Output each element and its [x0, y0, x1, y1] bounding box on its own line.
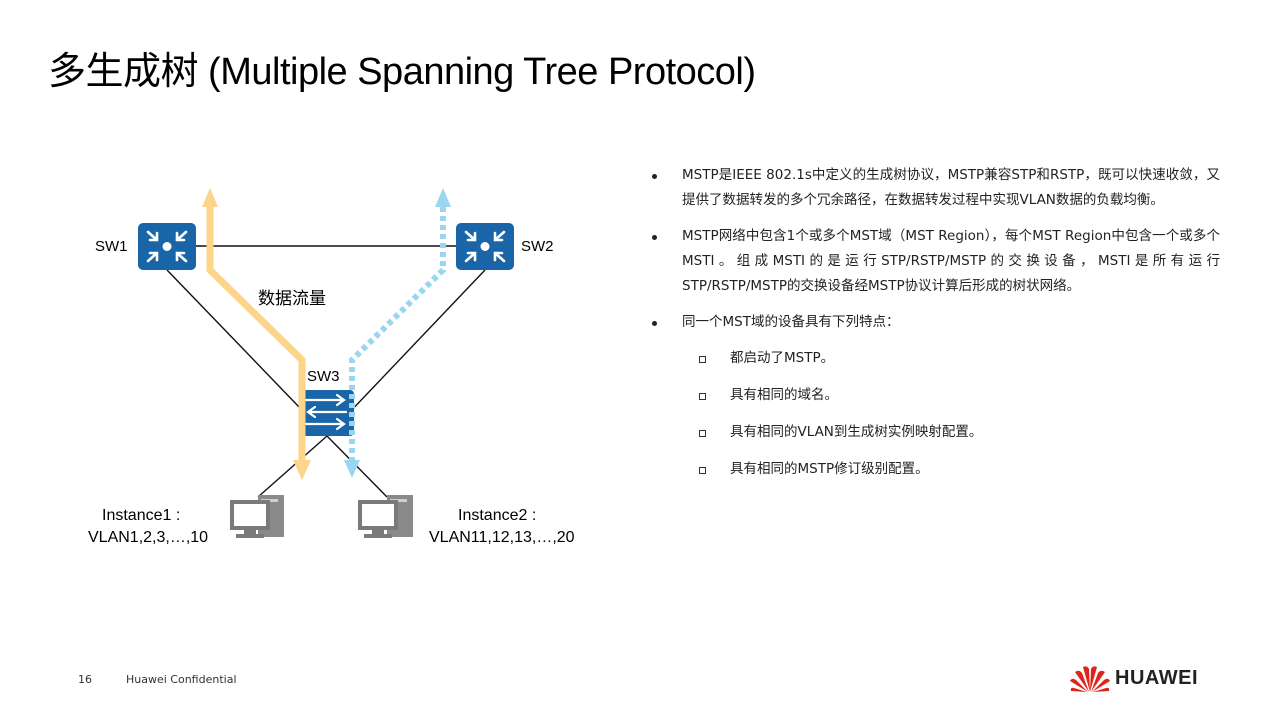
bullet-dot-icon — [652, 321, 657, 326]
computer-icon — [358, 495, 413, 538]
content-bullets: MSTP是IEEE 802.1s中定义的生成树协议，MSTP兼容STP和RSTP… — [650, 163, 1220, 494]
sub-bullet-square-icon — [699, 467, 706, 474]
sub-bullet-square-icon — [699, 393, 706, 400]
sub-bullet-item: 具有相同的MSTP修订级别配置。 — [650, 457, 1220, 482]
flow-arrow-up-icon — [435, 188, 451, 207]
huawei-logo: HUAWEI — [1069, 664, 1209, 694]
sw1-label: SW1 — [95, 238, 128, 255]
instance2-name: Instance2 : — [458, 507, 536, 524]
link-sw3-pc1 — [257, 435, 328, 498]
instance2-vlans: VLAN11,12,13,…,20 — [429, 529, 575, 546]
instance1-data-flow — [202, 188, 311, 480]
huawei-petal-icon — [1070, 666, 1110, 692]
sw2-label: SW2 — [521, 238, 554, 255]
pc1[interactable] — [230, 495, 284, 538]
bullet-dot-icon — [652, 174, 657, 179]
bullet-text: MSTP是IEEE 802.1s中定义的生成树协议，MSTP兼容STP和RSTP… — [682, 167, 1220, 208]
bullet-text: MSTP网络中包含1个或多个MST域（MST Region），每个MST Reg… — [682, 228, 1220, 294]
switch-sw2[interactable] — [456, 223, 514, 270]
sub-bullet-text: 具有相同的MSTP修订级别配置。 — [730, 461, 929, 477]
mstp-topology-diagram: SW1 SW2 SW3 数据流量 — [88, 188, 575, 546]
brand-name: HUAWEI — [1115, 667, 1198, 689]
flow-arrow-down-icon — [344, 460, 360, 478]
instance1-vlans: VLAN1,2,3,…,10 — [88, 529, 208, 546]
sw3-label: SW3 — [307, 368, 340, 385]
sub-bullet-text: 都启动了MSTP。 — [730, 350, 835, 366]
sub-bullet-item: 具有相同的域名。 — [650, 383, 1220, 408]
sub-bullet-text: 具有相同的VLAN到生成树实例映射配置。 — [730, 424, 983, 440]
sub-bullet-item: 具有相同的VLAN到生成树实例映射配置。 — [650, 420, 1220, 445]
bullet-item: MSTP网络中包含1个或多个MST域（MST Region），每个MST Reg… — [650, 224, 1220, 299]
confidentiality-label: Huawei Confidential — [126, 673, 237, 686]
flow-arrow-down-icon — [293, 460, 311, 480]
pc2[interactable] — [358, 495, 413, 538]
sub-bullet-text: 具有相同的域名。 — [730, 387, 838, 403]
instance2-data-flow — [344, 188, 451, 478]
flow-arrow-up-icon — [202, 188, 218, 207]
switch-sw1[interactable] — [138, 223, 196, 270]
bullet-item: MSTP是IEEE 802.1s中定义的生成树协议，MSTP兼容STP和RSTP… — [650, 163, 1220, 213]
data-flow-label: 数据流量 — [258, 289, 326, 309]
bullet-text: 同一个MST域的设备具有下列特点： — [682, 314, 900, 330]
sub-bullet-square-icon — [699, 356, 706, 363]
computer-icon — [230, 495, 284, 538]
page-number: 16 — [78, 673, 92, 686]
bullet-dot-icon — [652, 235, 657, 240]
core-switch-icon — [464, 230, 506, 263]
bullet-item: 同一个MST域的设备具有下列特点： — [650, 310, 1220, 335]
core-switch-icon — [146, 230, 188, 263]
switch-sw3[interactable] — [299, 390, 354, 436]
slide-title: 多生成树 (Multiple Spanning Tree Protocol) — [48, 51, 756, 93]
sub-bullet-item: 都启动了MSTP。 — [650, 346, 1220, 371]
instance1-name: Instance1 : — [102, 507, 180, 524]
sub-bullet-square-icon — [699, 430, 706, 437]
access-switch-icon — [304, 393, 348, 431]
